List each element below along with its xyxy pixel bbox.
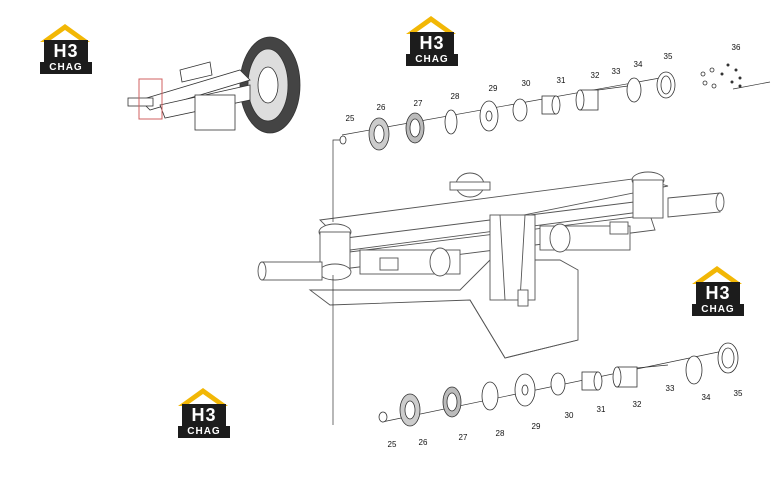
axle-housing [257, 171, 725, 359]
brand-logo: H3 CHAG [688, 264, 746, 316]
brand-logo: H3 CHAG [36, 22, 94, 74]
callout-bottom-25: 25 [388, 440, 397, 449]
callout-top-26: 26 [377, 103, 386, 112]
callout-top-36: 36 [732, 43, 741, 52]
bottom-callout-labels: 25 26 27 28 29 30 31 32 33 34 35 [388, 384, 743, 449]
logo-mark: H3 [696, 282, 740, 304]
callout-top-30: 30 [522, 79, 531, 88]
callout-bottom-26: 26 [419, 438, 428, 447]
bottom-exploded-parts [378, 342, 739, 427]
callout-top-32: 32 [591, 71, 600, 80]
callout-bottom-33: 33 [666, 384, 675, 393]
top-exploded-parts [339, 63, 742, 151]
callout-bottom-30: 30 [565, 411, 574, 420]
callout-bottom-34: 34 [702, 393, 711, 402]
logo-subtitle: CHAG [178, 426, 230, 438]
callout-top-35: 35 [664, 52, 673, 61]
callout-bottom-28: 28 [496, 429, 505, 438]
highlight-box [138, 78, 163, 120]
logo-subtitle: CHAG [40, 62, 92, 74]
callout-top-28: 28 [451, 92, 460, 101]
callout-top-25: 25 [346, 114, 355, 123]
top-callout-labels: 25 26 27 28 29 30 31 32 33 34 35 36 [346, 43, 741, 123]
callout-bottom-29: 29 [532, 422, 541, 431]
logo-mark: H3 [410, 32, 454, 54]
logo-roof-icon [178, 388, 228, 406]
logo-subtitle: CHAG [692, 304, 744, 316]
callout-top-34: 34 [634, 60, 643, 69]
bolt-set [720, 63, 742, 88]
brand-logo: H3 CHAG [402, 14, 460, 66]
logo-roof-icon [40, 24, 90, 42]
logo-mark: H3 [44, 40, 88, 62]
logo-subtitle: CHAG [406, 54, 458, 66]
brand-logo: H3 CHAG [174, 386, 232, 438]
logo-mark: H3 [182, 404, 226, 426]
callout-top-29: 29 [489, 84, 498, 93]
logo-roof-icon [406, 16, 456, 34]
callout-top-33: 33 [612, 67, 621, 76]
callout-top-31: 31 [557, 76, 566, 85]
logo-roof-icon [692, 266, 742, 284]
callout-bottom-32: 32 [633, 400, 642, 409]
callout-bottom-27: 27 [459, 433, 468, 442]
axle-overview-thumbnail [127, 36, 301, 134]
callout-top-27: 27 [414, 99, 423, 108]
callout-bottom-31: 31 [597, 405, 606, 414]
callout-bottom-35: 35 [734, 389, 743, 398]
